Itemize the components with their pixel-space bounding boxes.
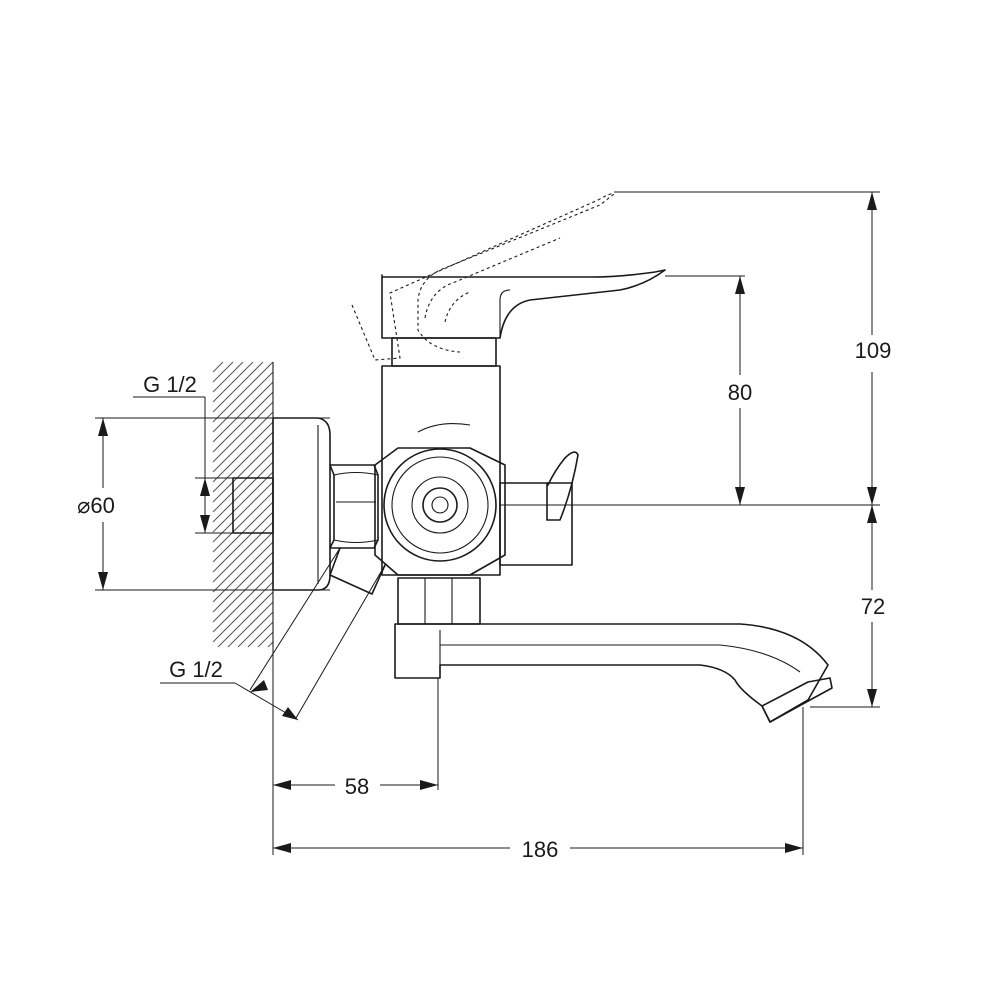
label-depth-body: 58 bbox=[345, 774, 369, 799]
label-height-lever: 80 bbox=[728, 380, 752, 405]
flange bbox=[272, 417, 331, 591]
label-diameter-flange: ⌀60 bbox=[77, 493, 115, 518]
label-length-total: 186 bbox=[522, 837, 559, 862]
label-thread-inlet: G 1/2 bbox=[169, 657, 223, 682]
dimension-lines bbox=[95, 191, 880, 855]
diverter-knob bbox=[499, 451, 579, 566]
lever-handle bbox=[381, 269, 666, 339]
center-connector bbox=[374, 447, 506, 576]
spout bbox=[394, 623, 833, 723]
lever-ghost bbox=[351, 193, 615, 361]
mixer-body bbox=[381, 365, 501, 576]
inlet-pipe bbox=[329, 547, 386, 595]
label-height-spout: 72 bbox=[861, 594, 885, 619]
hex-nut bbox=[329, 464, 379, 549]
label-height-total: 109 bbox=[855, 338, 892, 363]
wall-section bbox=[212, 361, 274, 648]
label-thread-wall: G 1/2 bbox=[143, 372, 197, 397]
cartridge-neck bbox=[391, 337, 497, 367]
spout-nut bbox=[397, 577, 481, 625]
